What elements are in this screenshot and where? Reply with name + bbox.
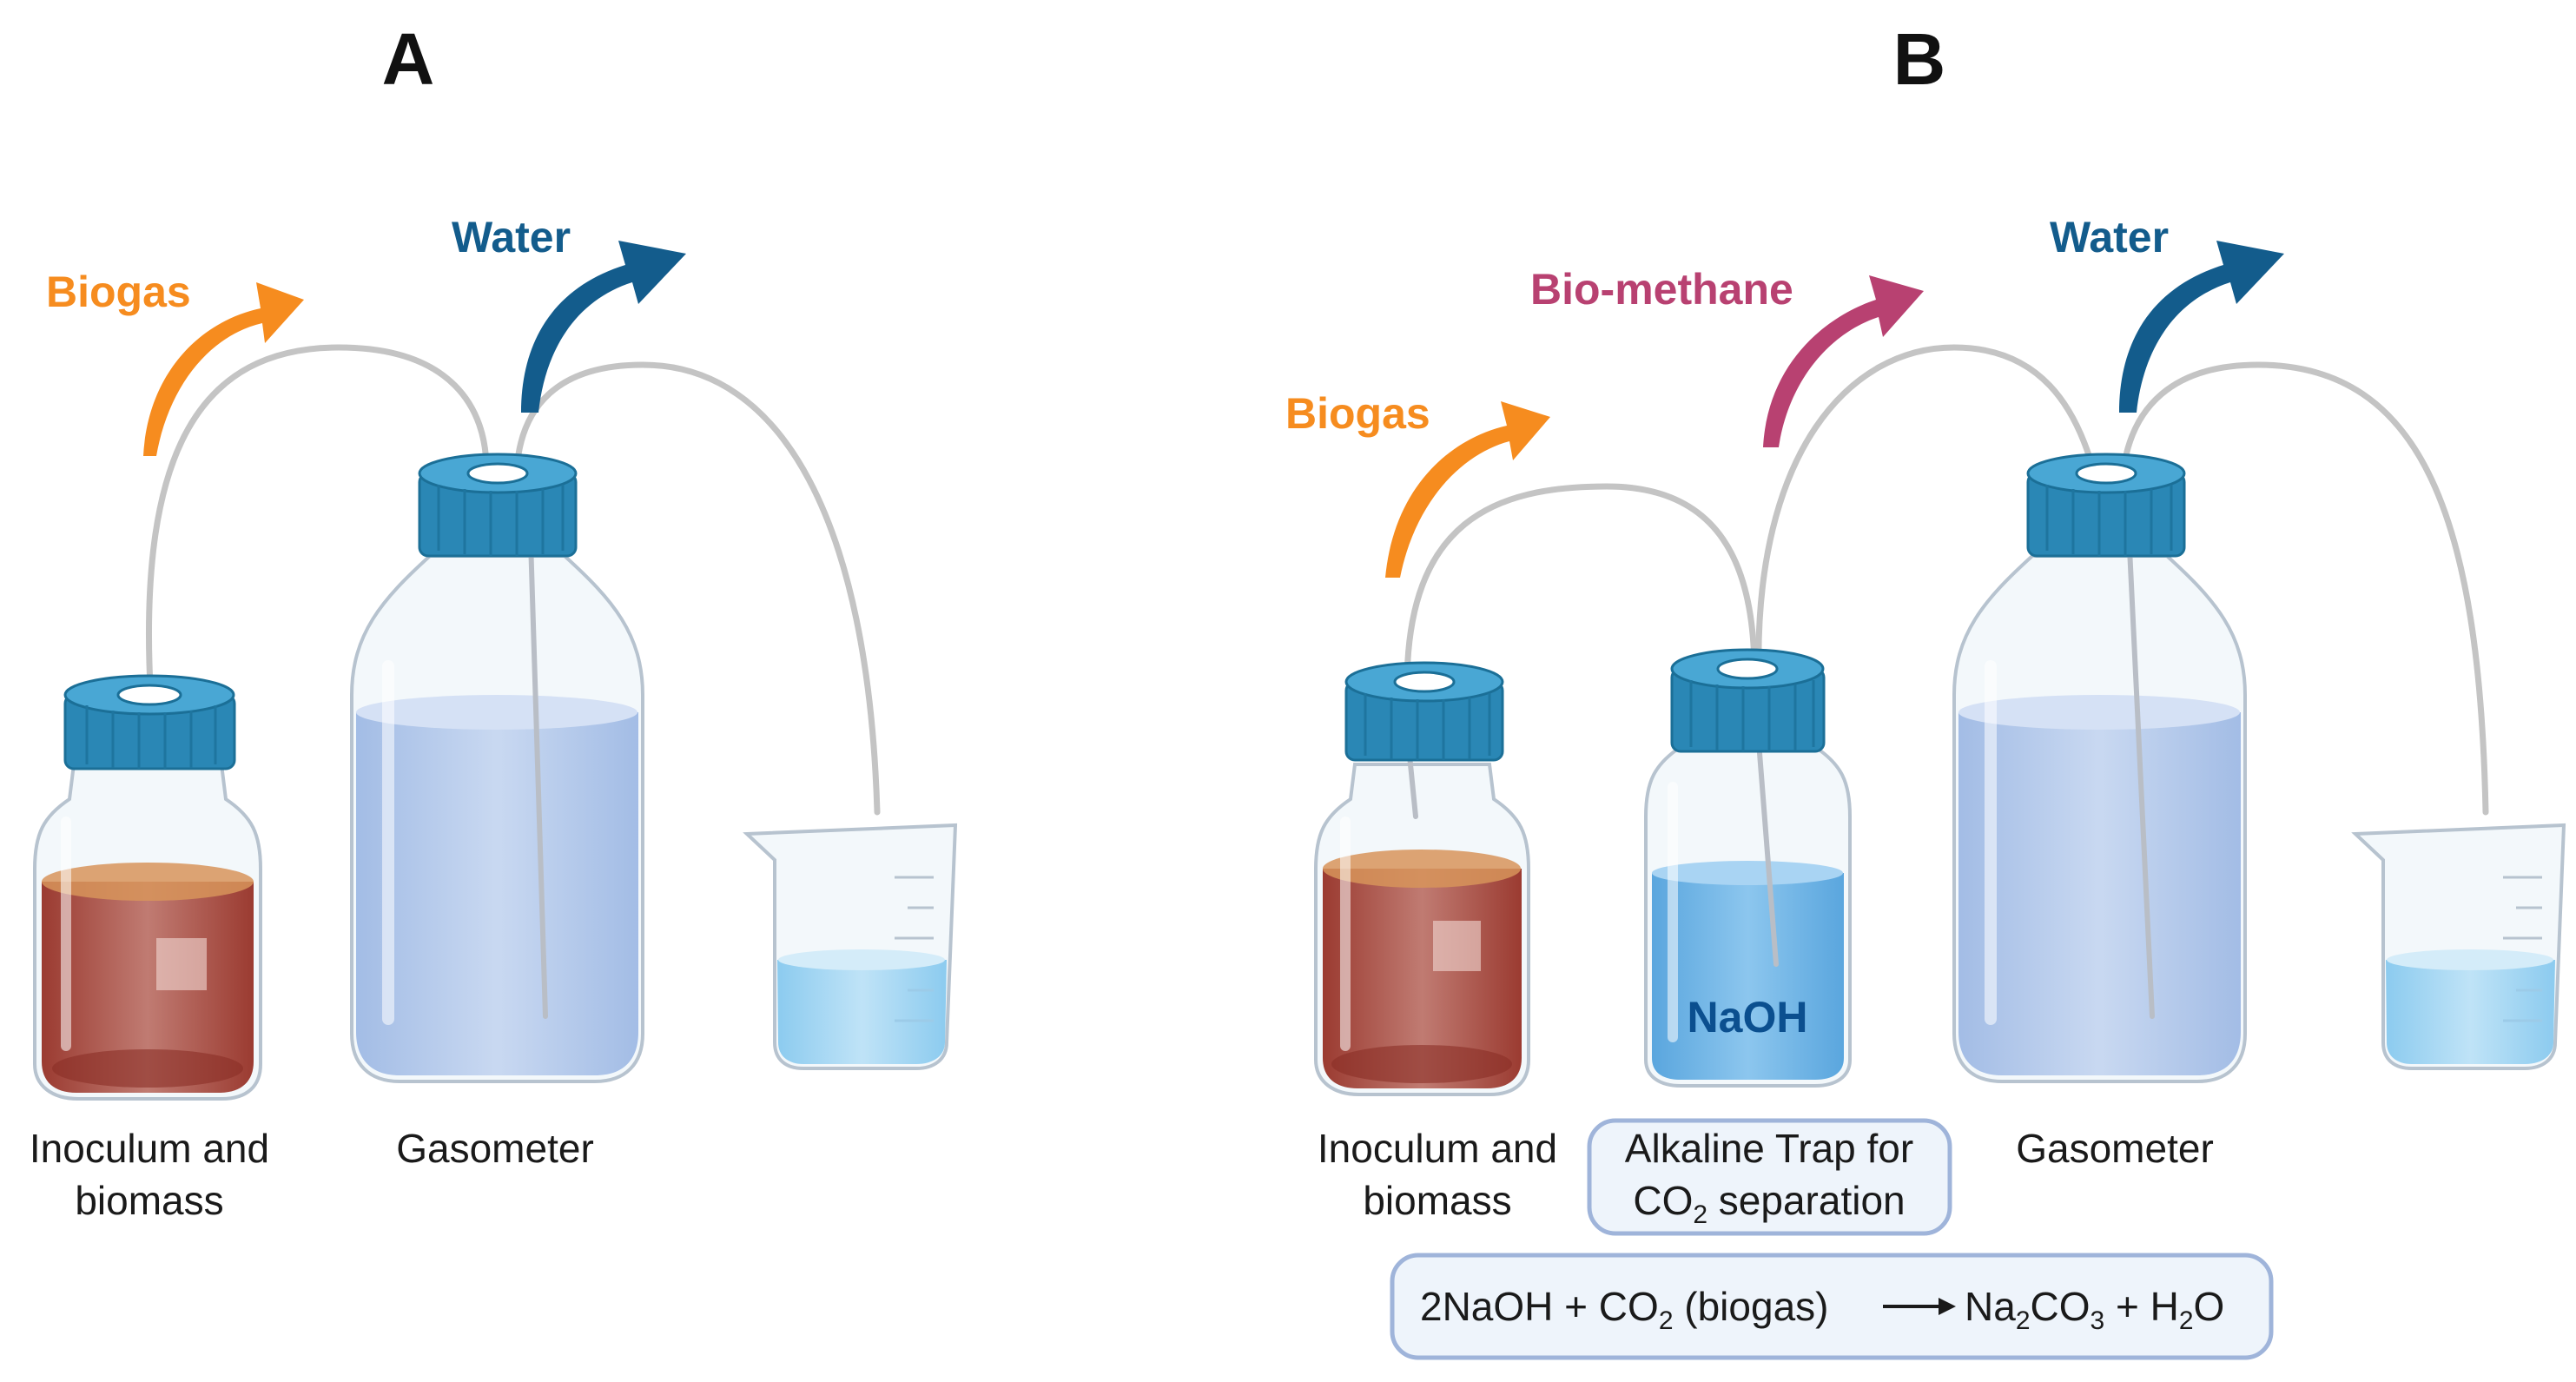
water-arrow-b-icon <box>2119 241 2284 413</box>
reactor-caption-a-line1: Inoculum and <box>30 1126 269 1171</box>
beaker-b-icon <box>2351 823 2566 1070</box>
trap-caption-line2: CO2 separation <box>1633 1178 1905 1229</box>
reactor-bottle-a <box>33 674 262 1101</box>
water-label-a: Water <box>452 213 571 261</box>
beaker-a-icon <box>743 823 958 1070</box>
trap-caption-line1: Alkaline Trap for <box>1625 1126 1913 1171</box>
panel-b: B Biogas Bio-methane Water <box>1285 18 2566 1360</box>
gasometer-bottle-b <box>1952 453 2247 1083</box>
equation-rhs: Na2CO3 + H2O <box>1965 1284 2224 1335</box>
tube-trap-to-gasometer <box>1755 344 2097 677</box>
gasometer-caption-b: Gasometer <box>2016 1126 2214 1171</box>
tube-reactor-to-trap <box>1404 483 1758 690</box>
equation-lhs: 2NaOH + CO2 (biogas) <box>1420 1284 1828 1335</box>
tube-reactor-to-gasometer <box>145 344 490 690</box>
panel-a: A Biogas Water <box>30 18 958 1223</box>
gasometer-bottle-a <box>350 453 644 1083</box>
reactor-caption-a-line2: biomass <box>75 1178 223 1223</box>
biomethane-arrow-icon <box>1763 275 1924 447</box>
biomethane-label: Bio-methane <box>1530 265 1793 314</box>
panel-a-letter: A <box>382 18 435 100</box>
gasometer-caption-a: Gasometer <box>396 1126 594 1171</box>
reactor-bottle-b <box>1314 661 1530 1096</box>
biogas-label-b: Biogas <box>1285 389 1430 438</box>
biogas-arrow-b-icon <box>1385 401 1550 578</box>
naoh-label: NaOH <box>1688 993 1808 1041</box>
water-label-b: Water <box>2050 213 2169 261</box>
alkaline-trap-bottle <box>1644 648 1852 1088</box>
biogas-label-a: Biogas <box>46 268 191 316</box>
reaction-arrow-icon <box>1883 1298 1956 1315</box>
tube-gasometer-to-beaker-b <box>2120 361 2489 816</box>
trap-caption-box <box>1587 1118 1952 1236</box>
biogas-arrow-icon <box>143 282 304 456</box>
equation-box <box>1390 1253 2274 1360</box>
reactor-caption-b-line1: Inoculum and <box>1318 1126 1557 1171</box>
panel-b-letter: B <box>1893 18 1946 100</box>
water-arrow-icon <box>521 241 686 413</box>
tube-gasometer-to-beaker <box>513 361 881 816</box>
reactor-caption-b-line2: biomass <box>1363 1178 1511 1223</box>
